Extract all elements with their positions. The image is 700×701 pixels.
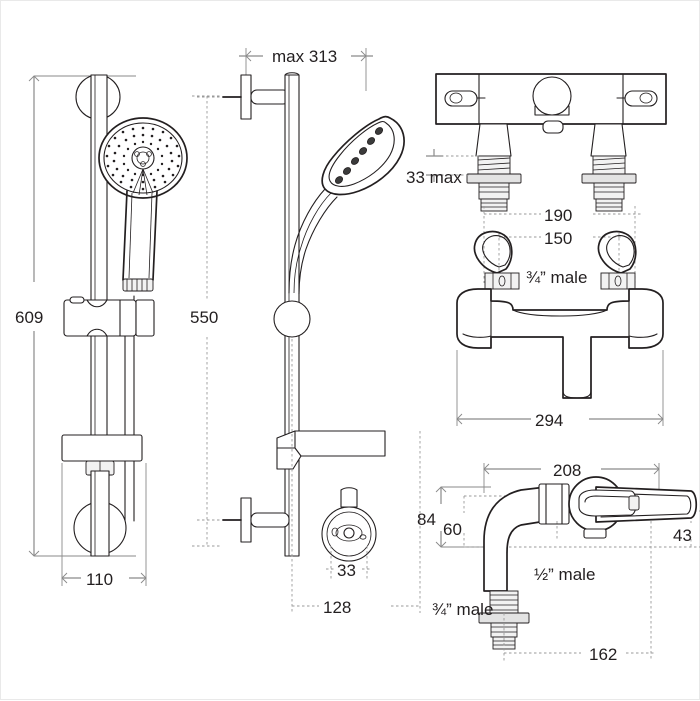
label-294: 294 <box>535 411 563 430</box>
rail-slider-ball <box>273 300 311 338</box>
label-thread-12-side: ½” male <box>534 565 595 584</box>
dimension-33 <box>326 546 372 579</box>
mixer-plan-handle-right <box>616 90 658 107</box>
dimension-190 <box>483 206 641 283</box>
view-shower-rail-side <box>192 48 421 613</box>
label-thread-34-front: ¾” male <box>526 268 587 287</box>
dimension-208 <box>483 463 660 493</box>
label-60: 60 <box>443 520 462 539</box>
mixer-plan-tail-left <box>466 123 522 212</box>
dimension-max313 <box>239 48 373 91</box>
dimension-609 <box>28 75 136 557</box>
handset-hose-nut <box>122 278 154 292</box>
rail-bottom-wall-mount-side <box>197 497 290 543</box>
mixer-plan-tail-right <box>581 123 637 212</box>
dimension-128 <box>291 339 421 613</box>
rail-holder-side <box>276 430 386 470</box>
rail-slider-bracket <box>63 296 155 337</box>
label-33-max: 33 max <box>406 168 462 187</box>
view-shower-rail-front <box>28 74 188 586</box>
spray-nozzle-pattern <box>105 126 181 191</box>
label-150: 150 <box>544 229 572 248</box>
label-609: 609 <box>15 308 43 327</box>
mixer-side-body <box>483 476 698 592</box>
label-550: 550 <box>190 308 218 327</box>
mixer-front-handle-right <box>597 230 637 274</box>
mixer-front-body <box>456 288 664 399</box>
label-33: 33 <box>337 561 356 580</box>
mixer-front-inlet-right <box>600 272 636 290</box>
rail-bottom-bracket <box>61 434 143 557</box>
handset-side <box>288 115 405 295</box>
label-128: 128 <box>323 598 351 617</box>
label-thread-34-side: ¾” male <box>432 600 493 619</box>
mixer-plan-spout <box>532 76 572 134</box>
label-110: 110 <box>86 570 113 589</box>
handset-front <box>98 117 188 292</box>
label-max-313: max 313 <box>272 47 337 66</box>
mixer-front-inlet-left <box>484 272 520 290</box>
label-162: 162 <box>589 645 617 664</box>
view-mixer-front <box>456 206 664 426</box>
mixer-plan-handle-left <box>444 90 486 107</box>
label-43: 43 <box>673 526 692 545</box>
label-84: 84 <box>417 510 436 529</box>
view-mixer-plan <box>426 73 667 212</box>
outlet-elbow-detail <box>321 487 377 562</box>
view-mixer-side <box>435 463 700 661</box>
mixer-side-tail <box>478 590 530 650</box>
dimension-550 <box>192 95 222 547</box>
mixer-front-handle-left <box>473 230 513 274</box>
dimension-162 <box>503 521 656 661</box>
handset-side-nozzle-strip <box>334 127 384 184</box>
label-190: 190 <box>544 206 572 225</box>
dimension-110 <box>61 463 147 586</box>
rail-top-wall-mount-side <box>197 74 290 120</box>
label-208: 208 <box>553 461 581 480</box>
dimension-294 <box>456 350 664 426</box>
dimension-33max <box>426 149 479 182</box>
